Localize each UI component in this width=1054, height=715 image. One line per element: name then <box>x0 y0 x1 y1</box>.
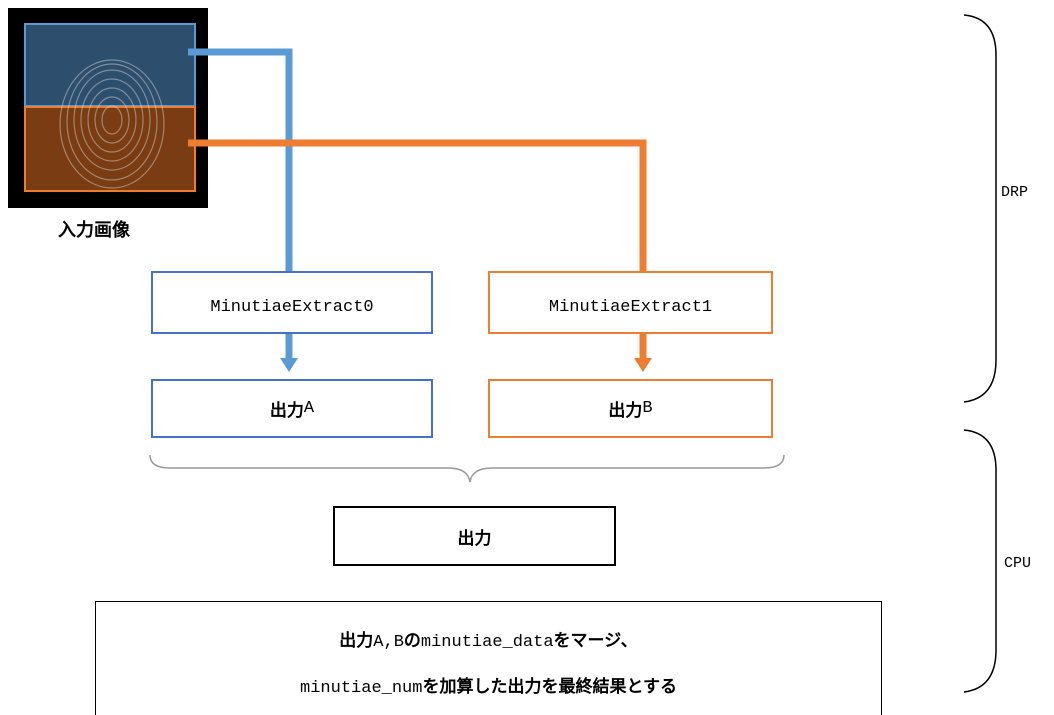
merged-output-box: 出力 <box>333 506 616 566</box>
note-minutiae-num: minutiae_num <box>300 679 423 698</box>
note-final-result-text: を加算した出力を最終結果とする <box>422 677 677 697</box>
minutiae-extract-0-box: MinutiaeExtract0 <box>151 271 433 334</box>
fingerprint-icon <box>8 8 208 208</box>
note-output-word: 出力 <box>339 631 374 651</box>
blue-flow-line <box>188 48 293 272</box>
cpu-brace <box>963 429 997 693</box>
orange-arrow-head <box>634 358 652 372</box>
output-b-suffix: B <box>642 399 653 418</box>
note-merge-text: をマージ、 <box>553 631 638 651</box>
minutiae-extract-1-box: MinutiaeExtract1 <box>488 271 773 334</box>
note-no: の <box>403 631 421 651</box>
minutiae-extract-1-label: MinutiaeExtract1 <box>548 298 713 317</box>
output-a-suffix: A <box>303 399 315 418</box>
outputs-brace <box>149 454 785 483</box>
drp-brace <box>963 14 997 403</box>
cpu-label: CPU <box>1004 555 1032 572</box>
merge-note-line-1: 出力A,Bのminutiae_dataをマージ、 <box>96 626 881 652</box>
input-image-caption: 入力画像 <box>58 220 130 241</box>
minutiae-extract-0-label: MinutiaeExtract0 <box>210 298 374 317</box>
note-minutiae-data: minutiae_data <box>420 633 554 652</box>
lower-region <box>24 106 196 192</box>
output-a-prefix: 出力 <box>269 401 304 421</box>
merged-output-label: 出力 <box>457 528 492 549</box>
note-ab: A,B <box>373 633 404 652</box>
input-image <box>8 8 208 208</box>
drp-label: DRP <box>1001 184 1029 201</box>
merge-note-line-2: minutiae_numを加算した出力を最終結果とする <box>96 672 881 698</box>
fingerprint-ridges <box>59 59 165 189</box>
output-b-prefix: 出力 <box>608 401 643 421</box>
orange-flow-line <box>188 139 647 272</box>
merge-note-box: 出力A,Bのminutiae_dataをマージ、 minutiae_numを加算… <box>95 601 882 715</box>
blue-arrow-head <box>280 358 298 372</box>
